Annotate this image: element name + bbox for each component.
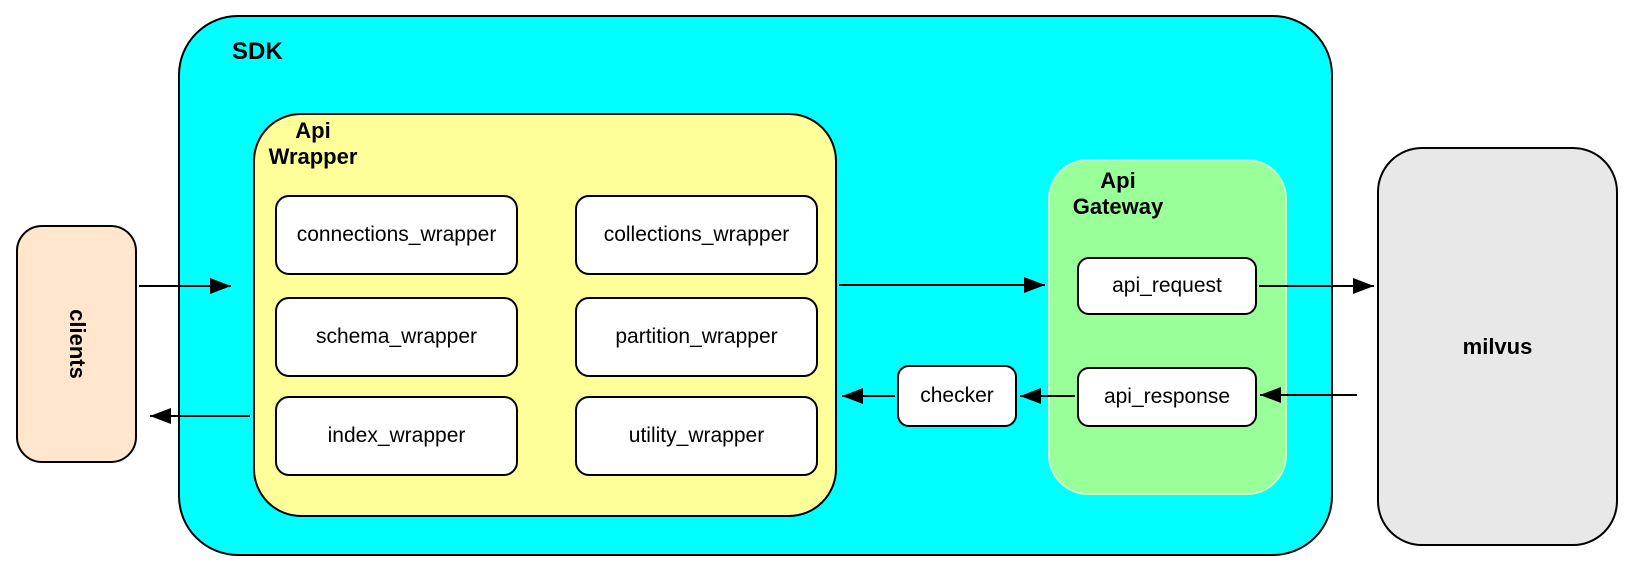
collections-wrapper-box: collections_wrapper — [575, 195, 818, 275]
schema-wrapper-box: schema_wrapper — [275, 297, 518, 377]
sdk-label: SDK — [232, 38, 283, 65]
collections-wrapper-label: collections_wrapper — [603, 223, 790, 246]
clients-label: clients — [64, 309, 90, 379]
partition-wrapper-label: partition_wrapper — [615, 325, 778, 348]
api-gateway-label-line1: Api — [1100, 168, 1136, 193]
utility-wrapper-label: utility_wrapper — [628, 424, 765, 447]
api-wrapper-label-line2: Wrapper — [268, 144, 358, 170]
api-wrapper-label: Api Wrapper — [261, 118, 365, 171]
connections-wrapper-label: connections_wrapper — [296, 223, 497, 246]
api-wrapper-label-line1: Api — [295, 118, 331, 143]
milvus-label: milvus — [1462, 333, 1533, 359]
index-wrapper-label: index_wrapper — [327, 424, 466, 447]
checker-box: checker — [897, 365, 1017, 427]
api-response-label: api_response — [1103, 385, 1231, 408]
clients-box: clients — [16, 225, 137, 463]
utility-wrapper-box: utility_wrapper — [575, 396, 818, 476]
api-request-box: api_request — [1077, 257, 1257, 315]
api-gateway-container — [1048, 159, 1287, 495]
checker-label: checker — [920, 384, 994, 407]
milvus-box: milvus — [1377, 147, 1618, 546]
connections-wrapper-box: connections_wrapper — [275, 195, 518, 275]
index-wrapper-box: index_wrapper — [275, 396, 518, 476]
api-response-box: api_response — [1077, 367, 1257, 427]
api-request-label: api_request — [1112, 274, 1222, 297]
schema-wrapper-label: schema_wrapper — [315, 325, 478, 348]
partition-wrapper-box: partition_wrapper — [575, 297, 818, 377]
api-gateway-label-line2: Gateway — [1072, 194, 1164, 220]
api-gateway-label: Api Gateway — [1063, 168, 1173, 221]
